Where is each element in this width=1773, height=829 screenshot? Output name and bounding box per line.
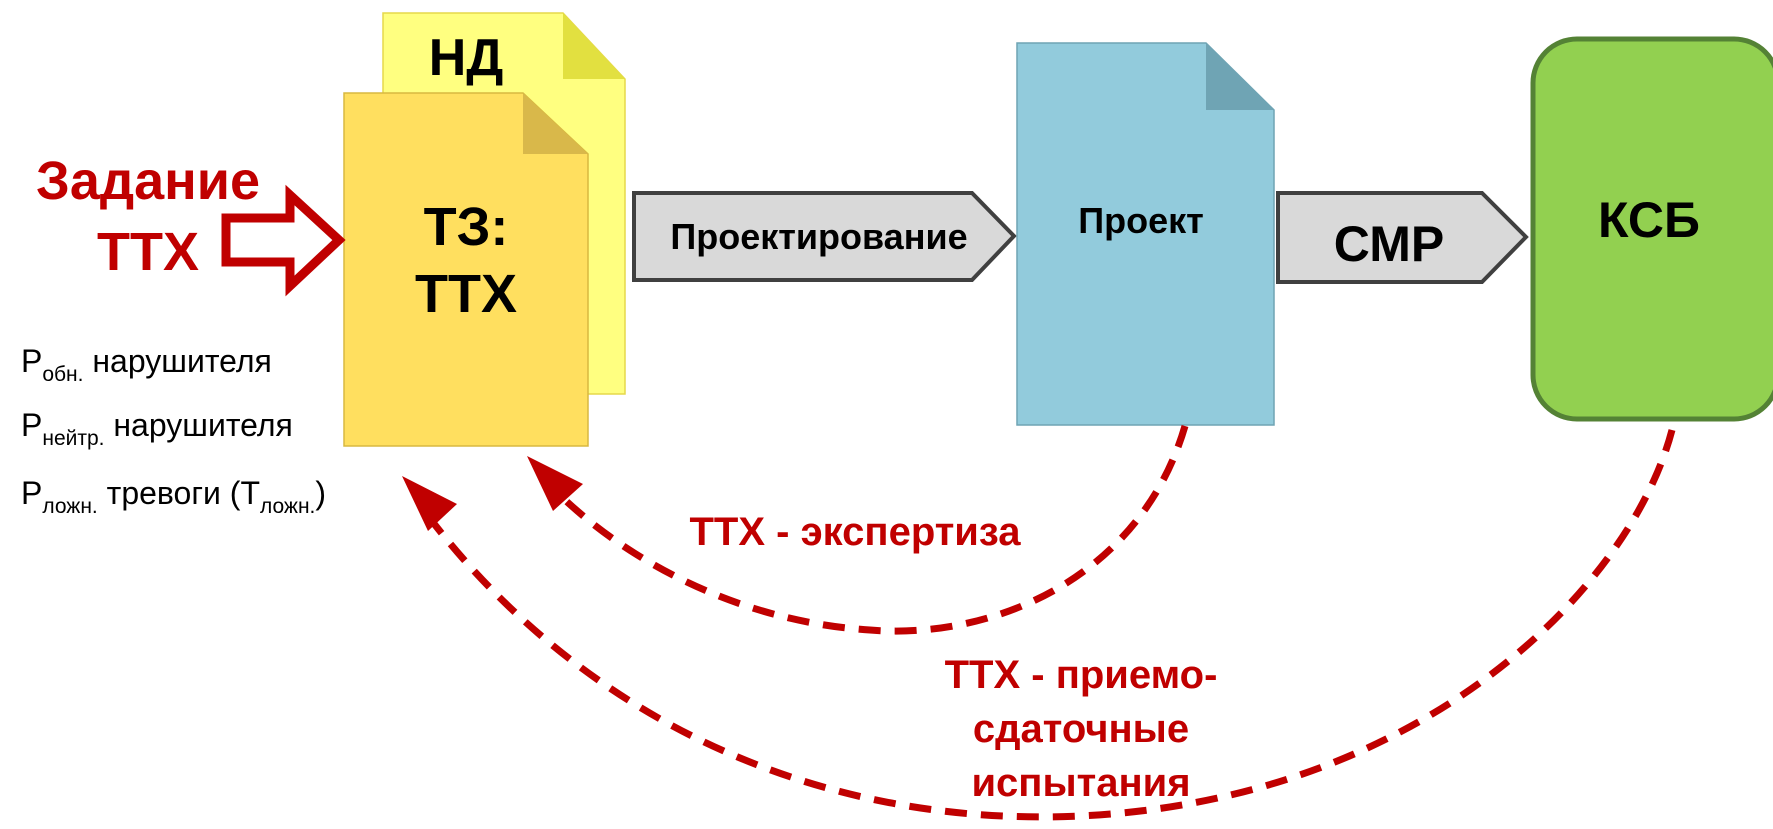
tests-feedback-label-line3: испытания (971, 761, 1190, 805)
ksb-box: КСБ (1530, 36, 1773, 422)
cmr-arrow-label: СМР (1334, 216, 1444, 272)
tests-feedback-label-line1: ТТХ - приемо- (945, 653, 1218, 697)
project-document: Проект (1016, 42, 1275, 426)
nd-document-label: НД (429, 29, 504, 87)
param-false-alarm-main: Р (21, 475, 42, 511)
param-neutralization-main: Р (21, 407, 42, 443)
nd-document-fold (563, 13, 625, 79)
param-detection-sub: обн. (42, 363, 83, 386)
ksb-box-label: КСБ (1598, 192, 1700, 248)
design-arrow-label: Проектирование (670, 216, 967, 257)
params-list: Робн. нарушителя Рнейтр. нарушителя Рлож… (21, 343, 326, 518)
tz-document: ТЗ: ТТХ (343, 92, 589, 447)
expertise-feedback-curve (542, 425, 1189, 635)
tz-document-fold (523, 93, 588, 154)
tz-document-line2: ТТХ (415, 264, 517, 324)
tests-feedback-curve (419, 429, 1676, 821)
param-neutralization-sub: нейтр. (42, 427, 104, 450)
param-detection: Робн. нарушителя (21, 343, 272, 386)
param-false-alarm-extra-sub: ложн. (260, 495, 315, 518)
param-neutralization: Рнейтр. нарушителя (21, 407, 293, 450)
task-input-arrow-icon (221, 184, 346, 297)
cmr-arrow: СМР (1276, 191, 1529, 284)
expertise-feedback-arrowhead-icon (527, 456, 583, 511)
project-document-body (1016, 42, 1275, 426)
task-label-line1: Задание (36, 151, 260, 211)
tz-document-line1: ТЗ: (424, 197, 509, 257)
design-arrow-shape (632, 191, 1017, 282)
param-false-alarm-sub: ложн. (42, 495, 97, 518)
ksb-box-shape (1530, 36, 1773, 422)
task-label-line2: ТТХ (97, 222, 199, 282)
cmr-arrow-shape (1276, 191, 1529, 284)
tz-document-body (343, 92, 589, 447)
project-document-label: Проект (1078, 200, 1204, 241)
expertise-feedback-label: ТТХ - экспертиза (689, 510, 1021, 554)
param-neutralization-text: нарушителя (104, 407, 292, 443)
param-detection-main: Р (21, 343, 42, 379)
tests-feedback-label-line2: сдаточные (973, 707, 1189, 751)
param-false-alarm: Рложн. тревоги (Тложн.) (21, 475, 326, 518)
param-false-alarm-extra-close: ) (315, 475, 326, 511)
param-detection-text: нарушителя (83, 343, 271, 379)
tests-feedback-arrowhead-icon (402, 476, 457, 531)
design-arrow: Проектирование (632, 191, 1017, 282)
param-false-alarm-text: тревоги ( (98, 475, 241, 511)
param-false-alarm-extra: Т (240, 475, 260, 511)
project-document-fold (1206, 43, 1274, 110)
